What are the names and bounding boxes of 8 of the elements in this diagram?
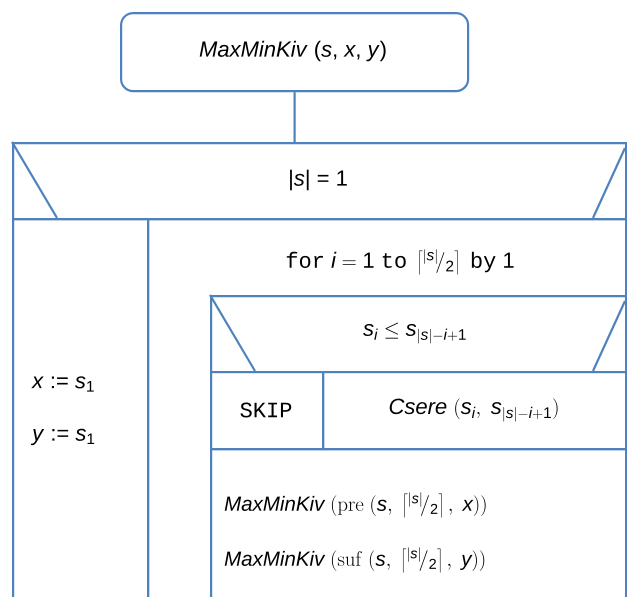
condition-band: |s| = 1 [11,141,627,220]
connector-line [294,92,296,142]
header-box: MaxMinKiv (s, x, y) [120,12,470,92]
statement-cell: x := s$_{1}$ y := s$_{1}$ [12,218,150,597]
condition-band: $s_i \le s_{|s|-i+1}$ [209,294,627,374]
statement-cell: SKIP [210,370,324,450]
statement-cell: $\textit{Csere}\ (s_i,\ s_{|s|-i+1})$ [322,370,627,450]
statement-cell: $\textit{MaxMinKiv}\ (\mathrm{pre}\ (s,\ \left\lceil {}^{|s|}\!/_{2}\right\rceil,\ x))$ $\textit{MaxMinKiv}\ (\mathrm{suf}\ (s,\ \left\lceil {}^{|s|}\!/_{2}\right\rceil,\ y))$ [210,448,627,597]
